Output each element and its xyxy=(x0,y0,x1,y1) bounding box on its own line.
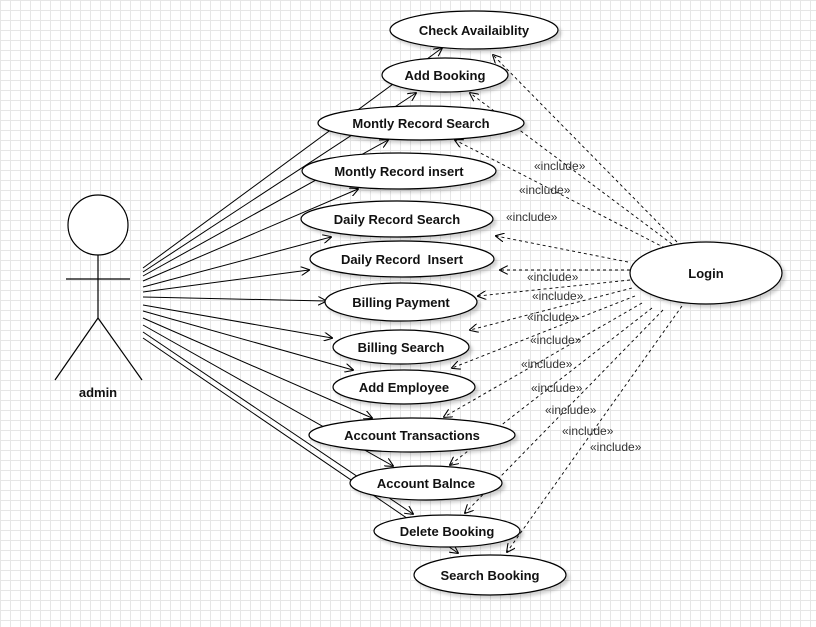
include-arrow xyxy=(450,307,653,465)
include-arrow xyxy=(507,305,683,552)
include-arrow xyxy=(478,279,631,296)
include-label: «include» xyxy=(545,403,597,417)
use-case-label: Delete Booking xyxy=(400,524,495,539)
use-case-label: Check Availaiblity xyxy=(419,23,530,38)
login-label: Login xyxy=(688,266,723,281)
use-case-montly-record-search[interactable]: Montly Record Search xyxy=(317,105,525,141)
actor-left-leg xyxy=(54,317,99,381)
actor-right-leg xyxy=(97,317,143,381)
include-label: «include» xyxy=(521,357,573,371)
use-case-check-availability[interactable]: Check Availaiblity xyxy=(389,10,559,50)
use-case-label: Add Employee xyxy=(359,380,449,395)
include-arrow xyxy=(493,55,678,243)
actor-label: admin xyxy=(79,385,117,400)
association-arrow xyxy=(142,337,458,553)
include-label: «include» xyxy=(527,310,579,324)
use-case-label: Account Balnce xyxy=(377,476,475,491)
use-case-label: Daily Record Search xyxy=(334,212,461,227)
include-label: «include» xyxy=(562,424,614,438)
association-lines xyxy=(142,48,458,553)
use-case-delete-booking[interactable]: Delete Booking xyxy=(373,514,521,548)
include-arrow xyxy=(470,287,633,330)
include-arrow xyxy=(496,236,629,263)
use-case-label: Add Booking xyxy=(405,68,486,83)
use-case-search-booking[interactable]: Search Booking xyxy=(413,554,567,596)
use-case-label: Search Booking xyxy=(441,568,540,583)
use-case-account-transactions[interactable]: Account Transactions xyxy=(308,417,516,453)
association-arrow xyxy=(142,270,309,293)
use-case-label: Montly Record insert xyxy=(334,164,464,179)
use-case-label: Billing Search xyxy=(358,340,445,355)
association-arrow xyxy=(142,317,372,418)
include-label: «include» xyxy=(506,210,558,224)
actor-head xyxy=(67,194,129,256)
include-label: «include» xyxy=(527,270,579,284)
use-case-daily-record-insert[interactable]: Daily Record Insert xyxy=(309,240,495,278)
include-arrow xyxy=(444,302,643,417)
use-case-label: Daily Record Insert xyxy=(341,252,464,267)
use-case-add-employee[interactable]: Add Employee xyxy=(332,369,476,405)
include-label: «include» xyxy=(532,289,584,303)
association-arrow xyxy=(142,310,353,370)
association-arrow xyxy=(142,237,331,288)
include-labels: «include» «include» «include» «include» «inc… xyxy=(506,159,642,454)
include-label: «include» xyxy=(519,183,571,197)
use-case-login[interactable]: Login xyxy=(629,241,783,305)
use-case-montly-record-insert[interactable]: Montly Record insert xyxy=(301,152,497,190)
use-case-account-balance[interactable]: Account Balnce xyxy=(349,465,503,501)
include-label: «include» xyxy=(531,381,583,395)
include-label: «include» xyxy=(530,333,582,347)
include-label: «include» xyxy=(590,440,642,454)
use-case-label: Montly Record Search xyxy=(352,116,489,131)
association-arrow xyxy=(142,297,326,301)
include-arrow xyxy=(452,295,636,368)
association-arrow xyxy=(142,189,358,282)
use-case-label: Billing Payment xyxy=(352,295,450,310)
actor-admin[interactable]: admin xyxy=(54,194,143,400)
use-case-daily-record-search[interactable]: Daily Record Search xyxy=(300,200,494,238)
use-case-billing-payment[interactable]: Billing Payment xyxy=(324,282,478,322)
use-case-billing-search[interactable]: Billing Search xyxy=(332,329,470,365)
use-case-add-booking[interactable]: Add Booking xyxy=(381,57,509,93)
association-arrow xyxy=(142,304,332,338)
use-case-label: Account Transactions xyxy=(344,428,480,443)
include-label: «include» xyxy=(534,159,586,173)
